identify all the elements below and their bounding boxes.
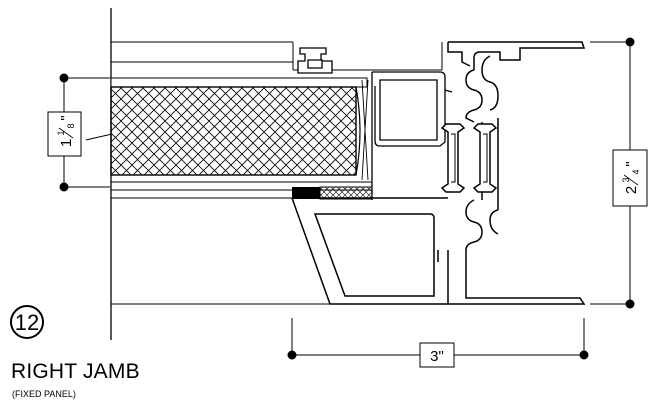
dim-num: 1 — [56, 130, 66, 135]
setting-block — [292, 186, 373, 200]
dim-num: 3 — [621, 177, 631, 182]
detail-subtitle: (FIXED PANEL) — [12, 389, 76, 399]
dim-den: 4 — [631, 169, 641, 174]
dim-den: 8 — [66, 123, 76, 128]
glazing-panel — [110, 77, 372, 199]
frame-depth-label: 2 3 4 " — [621, 161, 641, 194]
glazing-bead — [371, 71, 453, 200]
dim-unit: " — [58, 115, 75, 120]
panel-thickness-dimension — [47, 73, 113, 192]
detail-number-circle: 12 — [10, 305, 44, 339]
panel-thickness-label: 1 1 8 " — [56, 115, 76, 147]
detail-title: RIGHT JAMB — [11, 360, 140, 383]
dim-whole: 1 — [58, 139, 75, 147]
frame-width-dimension — [287, 318, 589, 368]
frame-depth-dimension — [590, 37, 648, 309]
dim-whole: 2 — [623, 186, 640, 194]
frame-extrusion — [291, 41, 586, 305]
stop-clip — [297, 47, 333, 74]
frame-width-label: 3" — [430, 348, 444, 365]
dim-unit: " — [623, 161, 640, 166]
